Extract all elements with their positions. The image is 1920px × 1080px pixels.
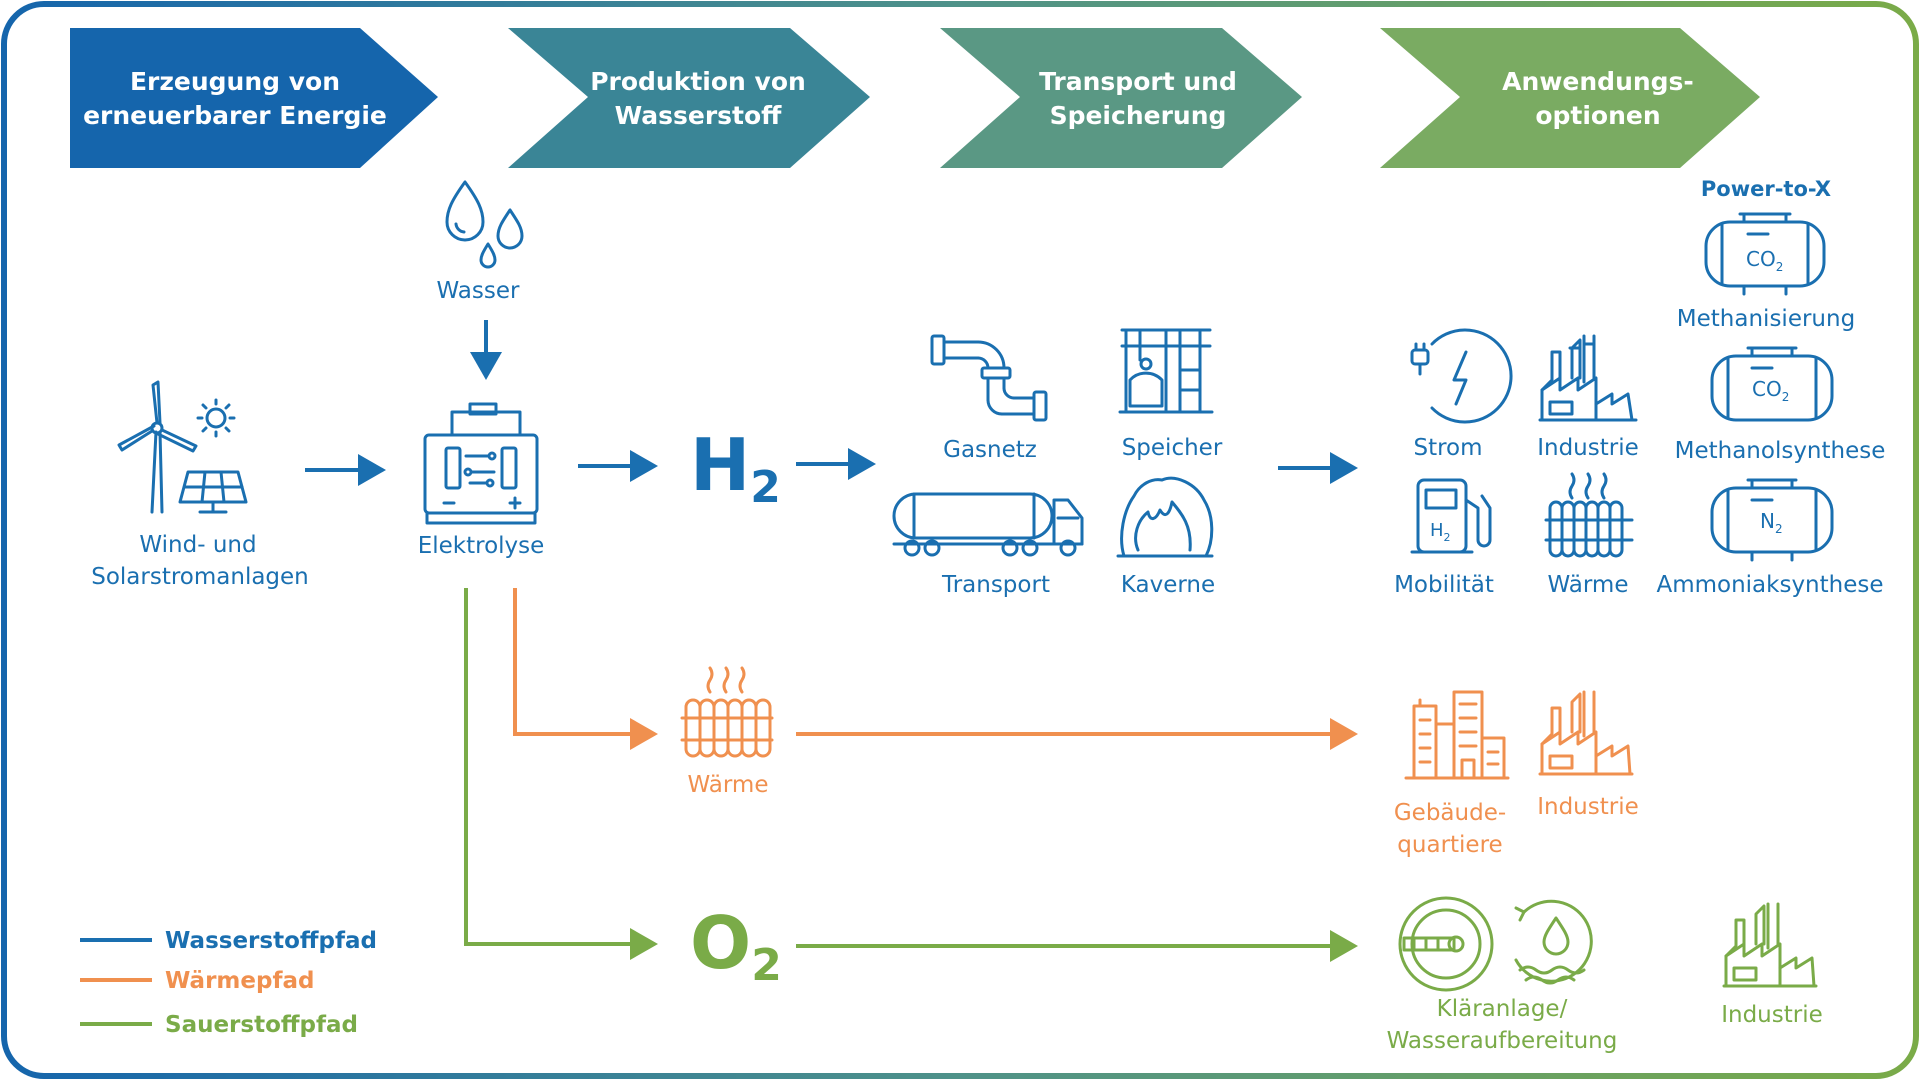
- water-drops-icon: [445, 180, 524, 269]
- tank-icon: [1710, 346, 1834, 422]
- gebaeude-label-line1: Gebäude-: [1394, 800, 1506, 826]
- speicher-label: Speicher: [1122, 435, 1223, 461]
- fuel-pump-icon: H2: [1410, 478, 1492, 554]
- gebaeude-label-line2: quartiere: [1397, 832, 1502, 858]
- strom-label: Strom: [1413, 435, 1482, 461]
- elektrolyse-label: Elektrolyse: [418, 533, 545, 559]
- kaverne-label: Kaverne: [1121, 572, 1215, 598]
- ammoniaksynthese-label: Ammoniaksynthese: [1656, 572, 1883, 598]
- gasnetz-label: Gasnetz: [943, 437, 1037, 463]
- radiator-icon: [1544, 472, 1634, 558]
- klaer-label-line2: Wasseraufbereitung: [1387, 1028, 1618, 1054]
- n2-glyph: N2: [1760, 509, 1783, 536]
- methanolsynthese-label: Methanolsynthese: [1675, 438, 1886, 464]
- factory-icon: [1722, 902, 1818, 988]
- stage-chevron-4: [1380, 28, 1760, 168]
- legend-label-wasserstoff: Wasserstoffpfad: [165, 928, 377, 954]
- storage-plant-icon: [1118, 328, 1214, 414]
- power-plug-icon: [1410, 328, 1513, 424]
- stage-2-line2: Wasserstoff: [615, 101, 783, 130]
- power-to-x-title: Power-to-X: [1701, 177, 1831, 201]
- industrie-orange-label: Industrie: [1537, 794, 1639, 820]
- svg-text:H2: H2: [1430, 520, 1451, 544]
- industrie-blue-label: Industrie: [1537, 435, 1639, 461]
- cavern-icon: [1116, 476, 1214, 558]
- legend: Wasserstoffpfad Wärmepfad Sauerstoffpfad: [80, 928, 377, 1038]
- tank-icon: [1704, 212, 1826, 296]
- stage-1-line2: erneuerbarer Energie: [83, 101, 387, 130]
- stage-chevron-2: [508, 28, 870, 168]
- heat-path-line-from-electrolysis: [513, 588, 658, 750]
- oxygen-path-line-from-electrolysis: [464, 588, 658, 960]
- pipe-icon: [930, 334, 1048, 422]
- co2-glyph-2: CO2: [1752, 377, 1789, 404]
- o2-symbol: O2: [690, 901, 782, 991]
- buildings-icon: [1404, 690, 1510, 780]
- tank-icon: [1710, 478, 1834, 562]
- pump-h-glyph: H: [1430, 520, 1444, 541]
- mobilitaet-label: Mobilität: [1394, 572, 1494, 598]
- stage-4-line2: optionen: [1535, 101, 1660, 130]
- factory-icon: [1538, 334, 1638, 422]
- stage-3-line1: Transport und: [1039, 67, 1237, 96]
- legend-label-sauerstoff: Sauerstoffpfad: [165, 1012, 358, 1038]
- pump-sub-glyph: 2: [1444, 531, 1451, 544]
- stage-4-line1: Anwendungs-: [1502, 67, 1694, 96]
- industrie-green-label: Industrie: [1721, 1002, 1823, 1028]
- h2-symbol: H2: [690, 423, 781, 513]
- stage-1-line1: Erzeugung von: [130, 67, 340, 96]
- methanisierung-label: Methanisierung: [1677, 306, 1855, 332]
- sun-icon: [196, 398, 236, 438]
- transport-label: Transport: [941, 572, 1050, 598]
- tank-truck-icon: [892, 492, 1084, 557]
- co2-glyph-1: CO2: [1746, 247, 1783, 274]
- wind-label-line2: Solarstromanlagen: [91, 564, 309, 590]
- waerme-orange-label: Wärme: [688, 772, 769, 798]
- wasser-label: Wasser: [437, 278, 520, 304]
- electrolyser-icon: [423, 402, 539, 525]
- water-cycle-icon: [1514, 899, 1593, 985]
- klaer-label-line1: Kläranlage/: [1437, 996, 1568, 1022]
- radiator-icon: [680, 666, 774, 758]
- sewage-plant-icon: [1398, 896, 1494, 992]
- stage-chevrons: Erzeugung von erneuerbarer Energie Produ…: [70, 28, 1760, 168]
- solar-panel-icon: [178, 470, 248, 514]
- stage-chevron-1: [70, 28, 438, 168]
- wind-label-line1: Wind- und: [139, 532, 256, 558]
- wind-turbine-icon: [117, 380, 198, 514]
- waerme-blue-label: Wärme: [1548, 572, 1629, 598]
- stage-3-line2: Speicherung: [1050, 101, 1227, 130]
- legend-label-waerme: Wärmepfad: [165, 968, 314, 994]
- stage-chevron-3: [940, 28, 1302, 168]
- factory-icon: [1538, 690, 1634, 776]
- stage-2-line1: Produktion von: [590, 67, 806, 96]
